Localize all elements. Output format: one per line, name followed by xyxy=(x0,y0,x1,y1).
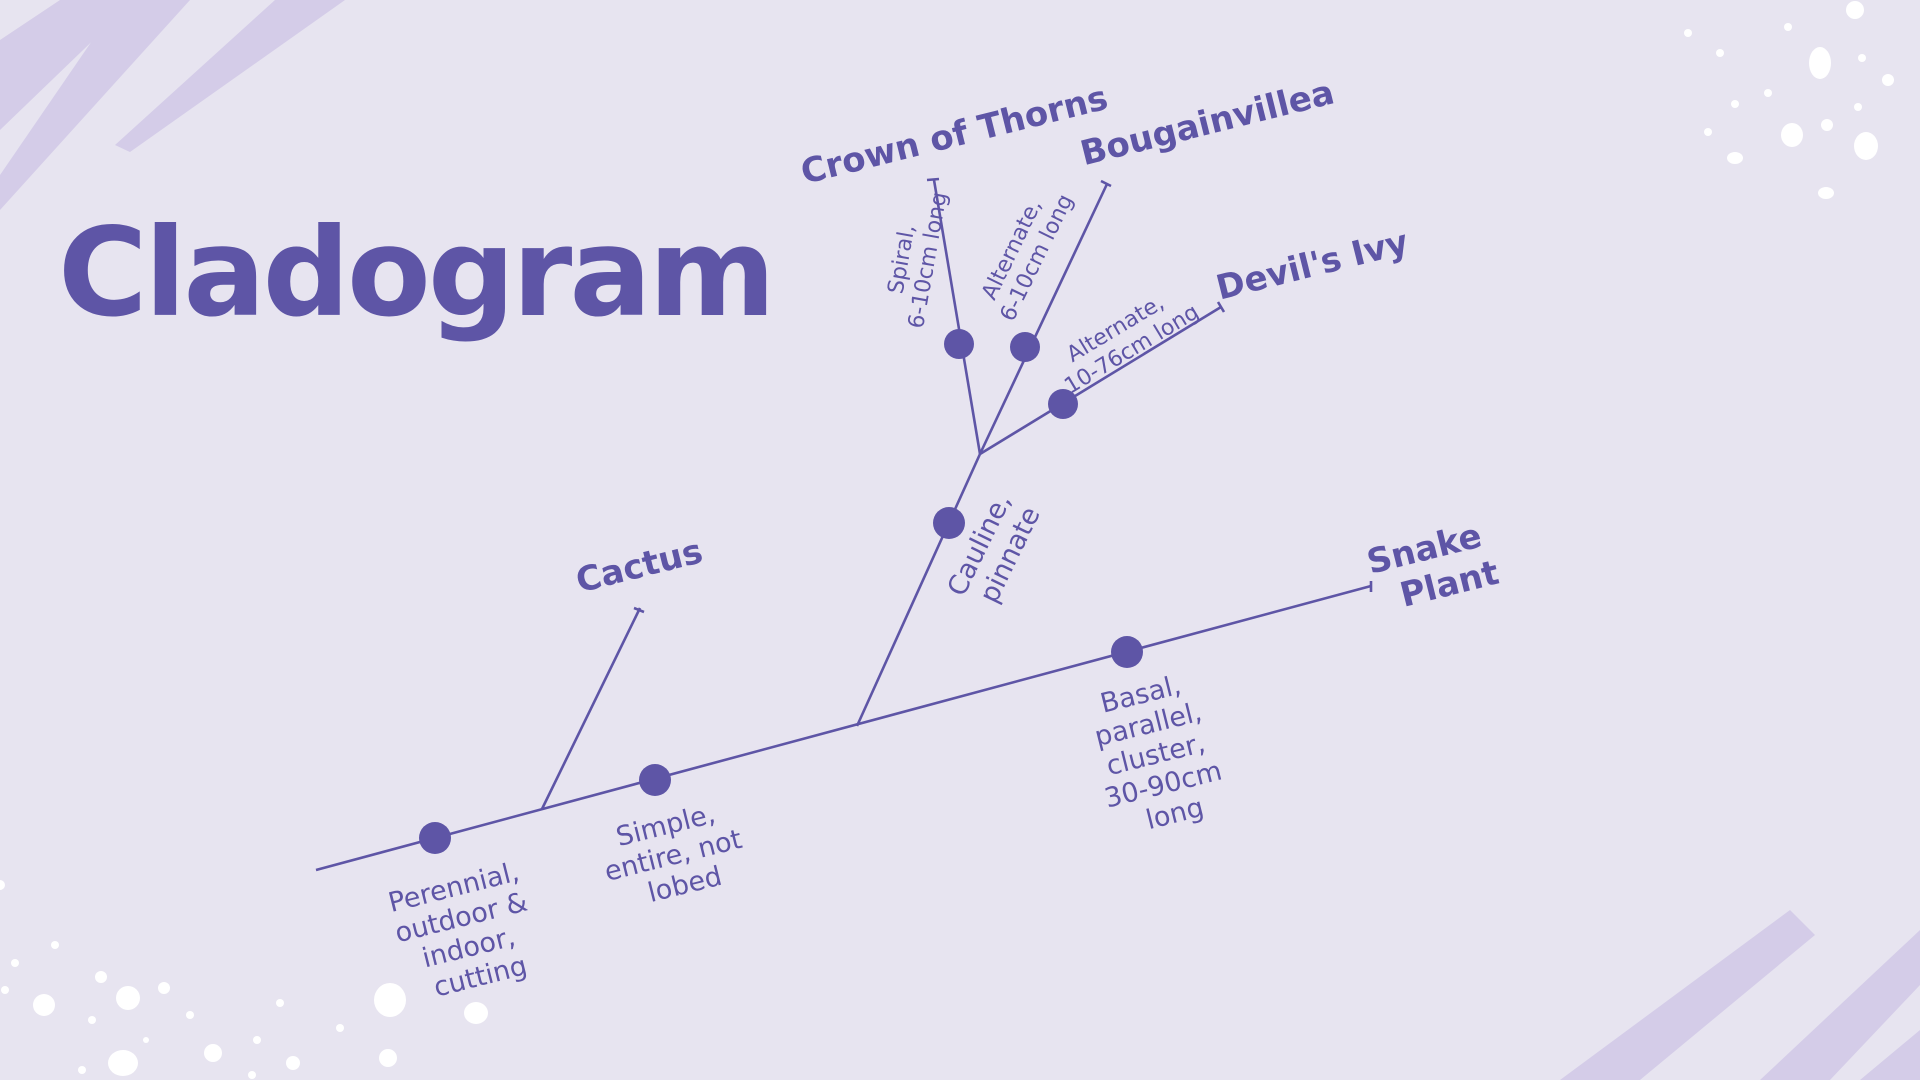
node-alternate-short xyxy=(1010,332,1040,362)
crown-of-thorns-branch xyxy=(932,179,982,455)
taxon-crown-of-thorns: Crown of Thorns xyxy=(797,78,1112,193)
taxon-devils-ivy: Devil's Ivy xyxy=(1212,222,1412,308)
trait-basal: Basal, parallel, cluster, 30-90cm long xyxy=(1079,663,1241,844)
cactus-branch xyxy=(540,607,642,810)
taxon-bougainvillea: Bougainvillea xyxy=(1076,73,1338,175)
trait-alternate-short: Alternate, 6-10cm long xyxy=(972,179,1078,325)
devils-ivy-tip xyxy=(1216,301,1226,313)
node-spiral xyxy=(944,329,974,359)
cladogram-branches xyxy=(315,177,1373,872)
taxon-cactus: Cactus xyxy=(572,531,707,601)
decoration-bottom-right xyxy=(1560,910,1920,1080)
trait-alternate-long: Alternate, 10-76cm long xyxy=(1047,277,1204,399)
trait-nodes xyxy=(419,329,1143,854)
node-basal xyxy=(1111,636,1143,668)
bougainvillea-branch xyxy=(978,183,1109,455)
decoration-dots-top-right xyxy=(1684,1,1894,199)
node-perennial xyxy=(419,822,451,854)
node-alternate-long xyxy=(1048,389,1078,419)
cactus-tip xyxy=(633,606,645,614)
crown-of-thorns-tip xyxy=(926,177,940,182)
decoration-dots-bottom-left xyxy=(0,880,488,1079)
decoration-top-left xyxy=(0,0,345,210)
node-cauline xyxy=(933,507,965,539)
node-simple xyxy=(639,764,671,796)
trait-perennial: Perennial, outdoor & indoor, cutting xyxy=(384,854,553,1009)
trait-simple: Simple, entire, not lobed xyxy=(594,792,761,918)
trait-spiral: Spiral, 6-10cm long xyxy=(878,186,952,331)
page-title: Cladogram xyxy=(58,202,776,344)
main-trunk xyxy=(315,584,1372,872)
succulent-clade-branch xyxy=(855,453,982,727)
devils-ivy-branch xyxy=(979,305,1222,456)
taxon-snake-plant: Snake Plant xyxy=(1363,513,1507,622)
bougainvillea-tip xyxy=(1100,179,1112,188)
